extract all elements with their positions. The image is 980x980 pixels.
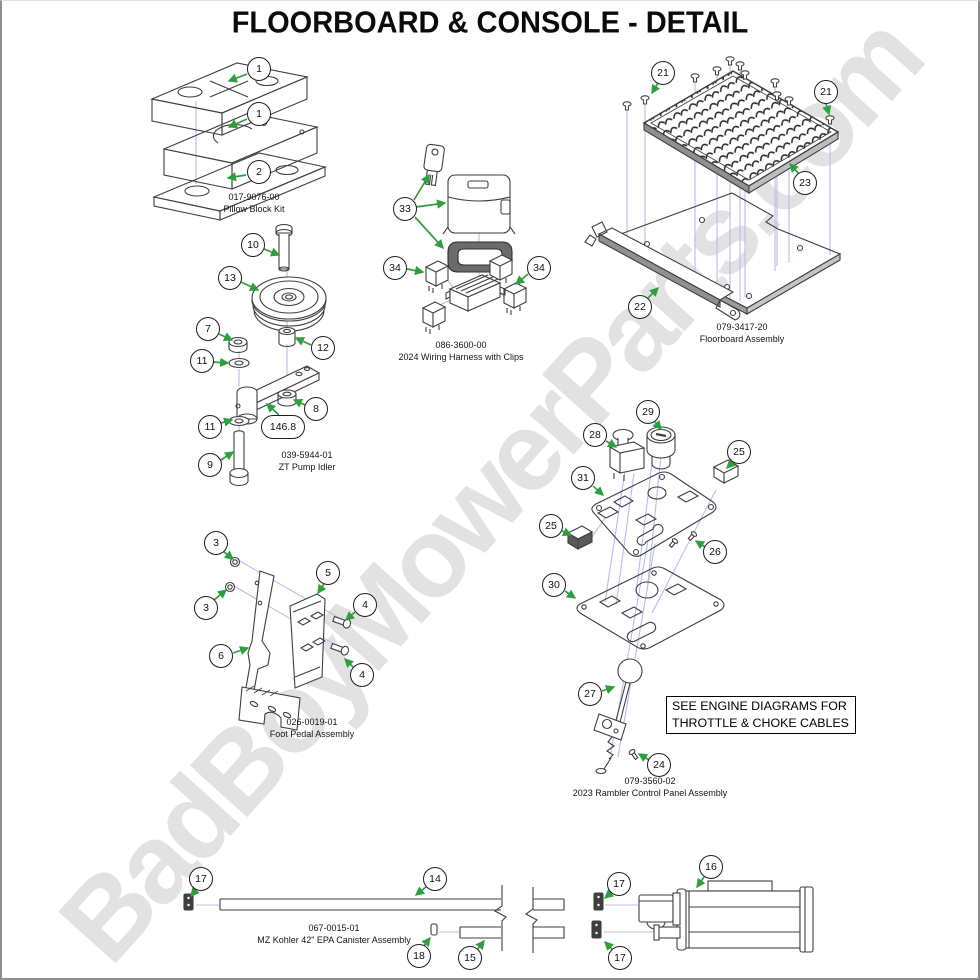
- callout-6: 6: [209, 644, 233, 668]
- callout-34: 34: [383, 256, 407, 280]
- part-label-zt-pump-idler: 039-5944-01 ZT Pump Idler: [279, 450, 336, 473]
- note-line-1: SEE ENGINE DIAGRAMS FOR: [672, 699, 847, 713]
- callout-8: 8: [304, 397, 328, 421]
- callout-4: 4: [353, 593, 377, 617]
- callout-9: 9: [198, 453, 222, 477]
- callout-7: 7: [196, 317, 220, 341]
- callout-17: 17: [189, 867, 213, 891]
- callout-1: 1: [247, 57, 271, 81]
- engine-diagram-note: SEE ENGINE DIAGRAMS FOR THROTTLE & CHOKE…: [666, 696, 856, 734]
- part-number: 079-3417-20: [716, 322, 768, 332]
- callout-2: 2: [247, 160, 271, 184]
- callout-33: 33: [393, 197, 417, 221]
- callout-21: 21: [651, 61, 675, 85]
- callout-23: 23: [793, 171, 817, 195]
- part-label-pillow-block-kit: 017-9076-00 Pillow Block Kit: [223, 192, 284, 215]
- part-label-floorboard: 079-3417-20 Floorboard Assembly: [700, 322, 785, 345]
- part-label-control-panel: 079-3560-02 2023 Rambler Control Panel A…: [573, 776, 728, 799]
- callout-3: 3: [204, 531, 228, 555]
- wiring-harness-art: [421, 143, 528, 334]
- callout-arrows: [190, 73, 832, 951]
- callout-31: 31: [571, 466, 595, 490]
- callout-11: 11: [198, 415, 222, 439]
- foot-pedal-art: [224, 556, 352, 731]
- part-label-canister: 067-0015-01 MZ Kohler 42" EPA Canister A…: [257, 923, 411, 946]
- part-name: 2023 Rambler Control Panel Assembly: [572, 787, 728, 798]
- callout-11: 11: [190, 349, 214, 373]
- control-panel-art: [566, 426, 740, 775]
- callout-22: 22: [628, 295, 652, 319]
- callout-28: 28: [583, 423, 607, 447]
- part-number: 086-3600-00: [435, 340, 487, 350]
- callout-3: 3: [194, 596, 218, 620]
- callout-17: 17: [607, 872, 631, 896]
- part-name: Foot Pedal Assembly: [269, 728, 355, 739]
- note-line-2: THROTTLE & CHOKE CABLES: [672, 716, 849, 730]
- callout-24: 24: [647, 753, 671, 777]
- callout-10: 10: [241, 233, 265, 257]
- part-label-foot-pedal: 026-0019-01 Foot Pedal Assembly: [270, 717, 355, 740]
- part-name: Pillow Block Kit: [223, 203, 285, 214]
- callout-14: 14: [423, 867, 447, 891]
- floorboard-screws: [622, 56, 835, 125]
- muffler-art: [591, 880, 814, 953]
- guide-lines: [195, 66, 831, 933]
- callout-1: 1: [247, 102, 271, 126]
- callout-12: 12: [311, 336, 335, 360]
- callout-15: 15: [458, 946, 482, 970]
- callout-25: 25: [539, 514, 563, 538]
- callout-146-8: 146.8: [261, 415, 305, 439]
- callout-25: 25: [727, 440, 751, 464]
- callout-27: 27: [578, 682, 602, 706]
- floorboard-art: [584, 56, 842, 321]
- callout-26: 26: [703, 540, 727, 564]
- part-number: 067-0015-01: [308, 923, 360, 933]
- callout-30: 30: [542, 573, 566, 597]
- part-number: 017-9076-00: [228, 192, 280, 202]
- part-name: MZ Kohler 42" EPA Canister Assembly: [257, 934, 411, 945]
- callout-5: 5: [316, 561, 340, 585]
- canister-tubes-art: [183, 885, 565, 953]
- callout-17: 17: [608, 946, 632, 970]
- part-name: 2024 Wiring Harness with Clips: [398, 351, 524, 362]
- part-label-wiring-harness: 086-3600-00 2024 Wiring Harness with Cli…: [398, 340, 523, 363]
- part-number: 079-3560-02: [624, 776, 676, 786]
- callout-29: 29: [636, 400, 660, 424]
- part-number: 026-0019-01: [286, 717, 338, 727]
- callout-13: 13: [218, 266, 242, 290]
- page-title: FLOORBOARD & CONSOLE - DETAIL: [231, 6, 749, 40]
- part-number: 039-5944-01: [281, 450, 333, 460]
- callout-18: 18: [407, 944, 431, 968]
- part-name: Floorboard Assembly: [699, 333, 785, 344]
- part-name: ZT Pump Idler: [278, 461, 336, 472]
- callout-21: 21: [814, 80, 838, 104]
- callout-4: 4: [350, 663, 374, 687]
- zt-pump-idler-art: [228, 223, 327, 487]
- callout-16: 16: [699, 855, 723, 879]
- callout-34: 34: [527, 256, 551, 280]
